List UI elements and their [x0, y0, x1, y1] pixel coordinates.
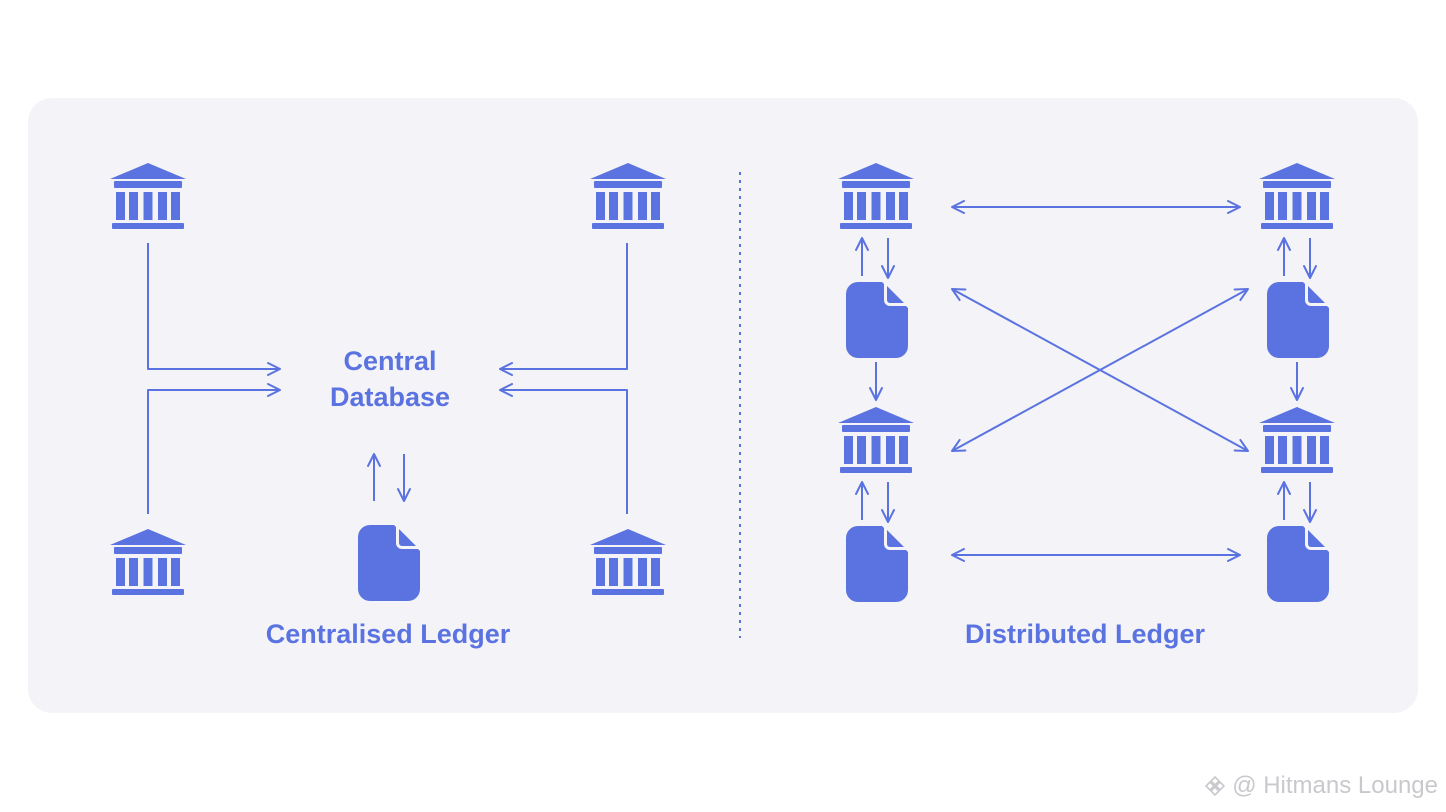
watermark-text: @ Hitmans Lounge [1232, 772, 1438, 799]
bank-icon [1259, 163, 1335, 229]
distributed-ledger: Distributed Ledger [838, 163, 1335, 649]
binance-logo-icon [1205, 775, 1226, 797]
double-headed-arrow [951, 288, 1249, 452]
watermark: @ Hitmans Lounge [1204, 772, 1438, 800]
document-icon [358, 525, 420, 601]
connector-arrow [147, 383, 281, 514]
connector-arrow [499, 243, 628, 376]
bank-icon [590, 163, 666, 229]
document-icon [846, 526, 908, 602]
document-icon [846, 282, 908, 358]
bank-icon [110, 529, 186, 595]
hub-label-line2: Database [330, 382, 450, 412]
bank-icon [1259, 407, 1335, 473]
document-icon [1267, 282, 1329, 358]
bank-icon [590, 529, 666, 595]
bank-icon [838, 163, 914, 229]
bank-icon [838, 407, 914, 473]
centralised-ledger: Central Database Centralised Ledger [110, 163, 666, 649]
connector-arrow [499, 383, 628, 514]
bank-icon [110, 163, 186, 229]
connector-arrow [147, 243, 281, 376]
distributed-ledger-title: Distributed Ledger [965, 619, 1206, 649]
centralised-ledger-title: Centralised Ledger [266, 619, 511, 649]
document-icon [1267, 526, 1329, 602]
hub-label-line1: Central [343, 346, 436, 376]
